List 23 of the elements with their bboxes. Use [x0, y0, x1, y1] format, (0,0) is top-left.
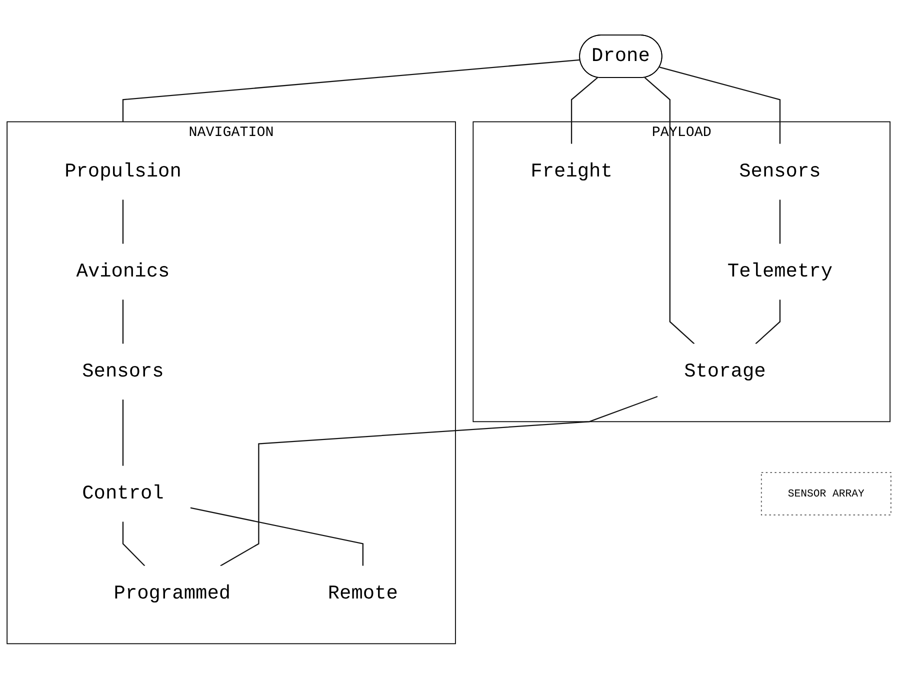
connector	[190, 506, 364, 566]
connector	[659, 66, 781, 144]
node-text: Control	[82, 482, 164, 504]
node-text: Storage	[684, 360, 766, 382]
node-text: Propulsion	[64, 160, 182, 182]
node-text: Sensors	[739, 160, 821, 182]
node-text: Sensors	[82, 360, 164, 382]
connector	[779, 199, 781, 244]
connector	[122, 399, 124, 466]
connector	[122, 199, 124, 244]
node-text: Telemetry	[727, 260, 833, 282]
connector	[122, 58, 580, 122]
node-text: Avionics	[76, 260, 170, 282]
node-text: Remote	[328, 582, 398, 604]
connector	[122, 299, 124, 344]
connector	[644, 76, 695, 344]
node-text: Freight	[530, 160, 612, 182]
node-box: SENSOR ARRAY	[760, 472, 892, 516]
connector	[122, 521, 146, 566]
connector	[755, 299, 781, 344]
connector	[220, 396, 658, 566]
node-text: Programmed	[114, 582, 231, 604]
connector	[570, 76, 598, 144]
